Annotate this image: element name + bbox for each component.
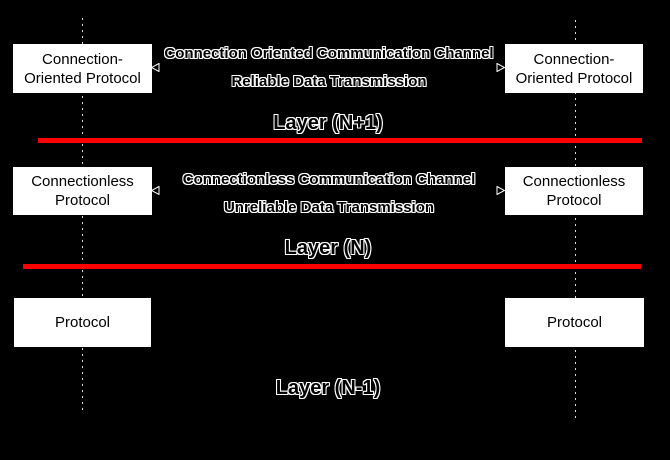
channel-subtitle: Unreliable Data Transmission	[223, 199, 435, 216]
channel-subtitle: Reliable Data Transmission	[231, 73, 427, 90]
box-label-line: Connection-	[42, 50, 123, 68]
connectionless-protocol-box-left: Connectionless Protocol	[13, 167, 152, 215]
box-label-line: Protocol	[54, 192, 111, 209]
box-label-line: Connectionless	[522, 173, 626, 190]
protocol-box-right: Protocol	[505, 298, 644, 347]
arrowhead-left-icon	[151, 186, 160, 195]
layer-n-label: Layer (N)	[284, 237, 372, 259]
left-boundary-dotted-line	[82, 18, 83, 412]
connectionless-channel-text: Connectionless Communication Channel Unr…	[155, 166, 503, 222]
layer-n-plus-1-label: Layer (N+1)	[273, 112, 383, 134]
box-label-line: Connectionless	[31, 173, 134, 190]
connectionless-protocol-box-right: Connectionless Protocol	[505, 167, 643, 215]
connection-oriented-protocol-box-right: Connection- Oriented Protocol	[505, 44, 643, 93]
right-boundary-dotted-line	[575, 20, 576, 420]
box-label-line: Oriented Protocol	[515, 69, 633, 87]
protocol-box-left: Protocol	[14, 298, 151, 347]
box-label-line: Oriented Protocol	[24, 69, 141, 87]
layer-divider-line-upper	[38, 138, 642, 143]
box-label-line: Protocol	[546, 192, 602, 209]
connection-oriented-channel-text: Connection Oriented Communication Channe…	[155, 40, 503, 96]
arrowhead-right-icon	[496, 186, 505, 195]
arrowhead-right-icon	[496, 63, 505, 72]
connection-oriented-protocol-box-left: Connection- Oriented Protocol	[13, 44, 152, 93]
box-label-line: Protocol	[546, 314, 603, 331]
arrowhead-left-icon	[151, 63, 160, 72]
box-label-line: Connection-	[533, 50, 615, 68]
channel-title: Connection Oriented Communication Channe…	[164, 45, 494, 62]
box-label-line: Protocol	[54, 314, 111, 331]
channel-title: Connectionless Communication Channel	[182, 171, 476, 188]
layer-n-minus-1-label: Layer (N-1)	[275, 377, 381, 399]
layer-divider-line-lower	[23, 264, 641, 269]
